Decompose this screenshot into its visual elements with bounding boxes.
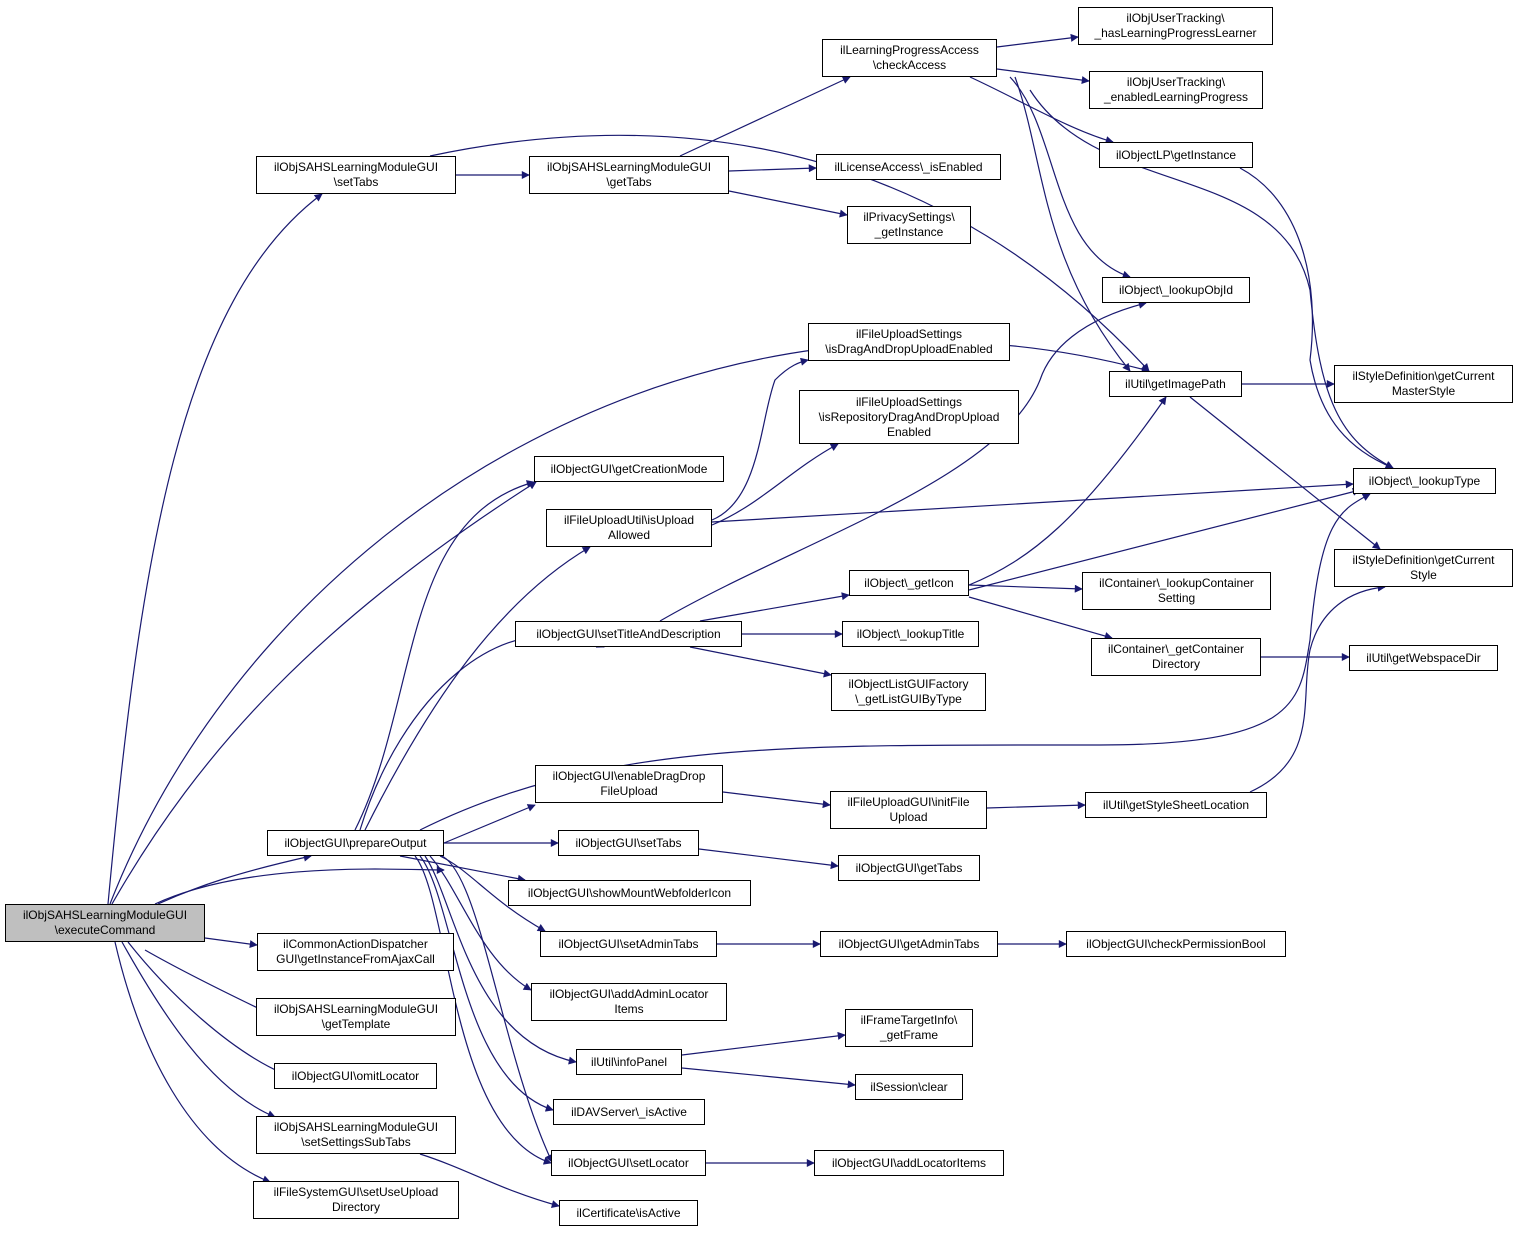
- node-object-getIcon[interactable]: ilObject\_getIcon: [849, 570, 969, 596]
- edge-prepareOutput-to-addAdminLocatorItems: [429, 855, 532, 991]
- node-olgf-getListGUIByType[interactable]: ilObjectListGUIFactory \_getListGUIByTyp…: [831, 673, 986, 711]
- edge-root-to-sahs-setTabs: [107, 193, 323, 905]
- node-objgui-setAdminTabs[interactable]: ilObjectGUI\setAdminTabs: [540, 931, 717, 957]
- node-ut-enabledLearningProgress[interactable]: ilObjUserTracking\ _enabledLearningProgr…: [1089, 71, 1263, 109]
- node-object-lookupType[interactable]: ilObject\_lookupType: [1353, 468, 1496, 494]
- node-objgui-addLocatorItems[interactable]: ilObjectGUI\addLocatorItems: [814, 1150, 1004, 1176]
- edge-root-to-setUseUploadDirectory: [114, 941, 271, 1184]
- node-ftinfo-getFrame[interactable]: ilFrameTargetInfo\ _getFrame: [845, 1009, 973, 1047]
- node-fuu-isUploadAllowed[interactable]: ilFileUploadUtil\isUpload Allowed: [546, 509, 712, 547]
- edge-checkAccess-to-getImagePath: [1014, 76, 1131, 372]
- edge-setTitle-to-listGUIByType: [689, 646, 832, 678]
- edge-root-to-getCreationMode: [111, 481, 537, 905]
- node-fus-isDragAndDropUploadEnabled[interactable]: ilFileUploadSettings \isDragAndDropUploa…: [808, 323, 1010, 361]
- node-objgui-setTitleAndDescription[interactable]: ilObjectGUI\setTitleAndDescription: [515, 621, 742, 647]
- edge-root-to-setLocator: [439, 854, 553, 1163]
- node-fsgui-setUseUploadDirectory[interactable]: ilFileSystemGUI\setUseUpload Directory: [253, 1181, 459, 1219]
- node-session-clear[interactable]: ilSession\clear: [855, 1074, 963, 1100]
- node-objgui-getTabs[interactable]: ilObjectGUI\getTabs: [838, 855, 980, 881]
- edge-checkAccess-to-lookupObjId: [1009, 76, 1131, 279]
- node-fug-initFileUpload[interactable]: ilFileUploadGUI\initFile Upload: [830, 791, 987, 829]
- edge-prepareOutput-to-setLocator: [414, 855, 552, 1165]
- node-sahs-getTemplate[interactable]: ilObjSAHSLearningModuleGUI \getTemplate: [256, 998, 456, 1036]
- node-lp-checkAccess[interactable]: ilLearningProgressAccess \checkAccess: [822, 39, 997, 77]
- node-style-getCurrentStyle[interactable]: ilStyleDefinition\getCurrent Style: [1334, 549, 1513, 587]
- node-objgui-getCreationMode[interactable]: ilObjectGUI\getCreationMode: [534, 456, 724, 482]
- edge-prepareOutput-to-lookupType: [419, 493, 1371, 831]
- node-sahs-getTabs[interactable]: ilObjSAHSLearningModuleGUI \getTabs: [529, 156, 729, 194]
- edge-prepareOutput-to-isUploadAllowed: [364, 546, 591, 831]
- node-license-isEnabled[interactable]: ilLicenseAccess\_isEnabled: [816, 154, 1001, 180]
- edge-getIcon-to-lookupType: [968, 487, 1361, 591]
- node-fus-isRepositoryDragAndDropUploadEnabled[interactable]: ilFileUploadSettings \isRepositoryDragAn…: [799, 390, 1019, 444]
- edge-prepareOutput-to-getCreationMode: [354, 480, 535, 831]
- edge-sahs-getTabs-to-licenseIsEnabled: [728, 164, 817, 173]
- edge-infoPanel-to-getFrame: [681, 1031, 846, 1056]
- node-root-executeCommand[interactable]: ilObjSAHSLearningModuleGUI \executeComma…: [5, 904, 205, 942]
- node-objectLP-getInstance[interactable]: ilObjectLP\getInstance: [1099, 142, 1253, 168]
- edge-getIcon-to-getImagePath: [968, 396, 1167, 586]
- node-objgui-omitLocator[interactable]: ilObjectGUI\omitLocator: [274, 1063, 437, 1089]
- edge-objectLP-to-lookupType: [1239, 167, 1394, 469]
- node-objgui-setLocator[interactable]: ilObjectGUI\setLocator: [551, 1150, 706, 1176]
- edge-getImagePath-to-currentStyle: [1189, 396, 1381, 550]
- edge-prepareOutput-to-davIsActive: [419, 855, 554, 1112]
- edge-checkAccess-to-enabledLP: [996, 68, 1090, 85]
- edge-setTitle-to-getIcon: [699, 592, 850, 622]
- edge-root-to-setLocator-bend: [154, 865, 445, 905]
- edge-checkAccess-to-hasLPLearner: [996, 33, 1079, 48]
- edge-root-to-cad: [204, 937, 258, 949]
- edge-getStyleSheetLocation-to-currentStyle: [1249, 583, 1386, 793]
- edge-enableDragDrop-to-initFileUpload: [722, 791, 831, 809]
- node-util-getStyleSheetLocation[interactable]: ilUtil\getStyleSheetLocation: [1085, 792, 1267, 818]
- edge-getIcon-to-getContainerDirectory: [968, 596, 1113, 640]
- node-container-getContainerDirectory[interactable]: ilContainer\_getContainer Directory: [1091, 638, 1261, 676]
- edge-root-to-setSettingsSubTabs: [121, 941, 276, 1118]
- node-ut-hasLearningProgressLearner[interactable]: ilObjUserTracking\ _hasLearningProgressL…: [1078, 7, 1273, 45]
- node-object-lookupTitle[interactable]: ilObject\_lookupTitle: [842, 621, 979, 647]
- node-util-getImagePath[interactable]: ilUtil\getImagePath: [1109, 371, 1242, 397]
- node-cad-getInstanceFromAjaxCall[interactable]: ilCommonActionDispatcher GUI\getInstance…: [257, 933, 454, 971]
- edge-prepareOutput-to-infoPanel: [424, 855, 577, 1065]
- node-objgui-getAdminTabs[interactable]: ilObjectGUI\getAdminTabs: [820, 931, 998, 957]
- edge-setSettingsSubTabs-to-certificateIsActive: [419, 1153, 560, 1208]
- edge-root-to-prepareOutput: [157, 853, 312, 905]
- edge-sahs-getTabs-to-checkAccess: [679, 76, 851, 157]
- edge-setTabs-to-getTabs: [698, 848, 839, 870]
- edge-prepareOutput-to-enableDragDrop: [443, 804, 536, 844]
- edge-checkAccess-to-objectLP: [969, 76, 1114, 144]
- node-certificate-isActive[interactable]: ilCertificate\isActive: [559, 1200, 698, 1226]
- edge-prepareOutput-to-showMountWebfolder: [399, 855, 526, 883]
- node-util-infoPanel[interactable]: ilUtil\infoPanel: [576, 1049, 682, 1075]
- node-objgui-prepareOutput[interactable]: ilObjectGUI\prepareOutput: [267, 830, 444, 856]
- node-sahs-setTabs[interactable]: ilObjSAHSLearningModuleGUI \setTabs: [256, 156, 456, 194]
- edge-infoPanel-to-sessionClear: [681, 1067, 856, 1089]
- node-objgui-showMountWebfolderIcon[interactable]: ilObjectGUI\showMountWebfolderIcon: [508, 880, 751, 906]
- node-container-lookupContainerSetting[interactable]: ilContainer\_lookupContainer Setting: [1082, 572, 1271, 610]
- edge-isUploadAllowed-to-isDragDrop: [711, 357, 809, 521]
- node-privacy-getInstance[interactable]: ilPrivacySettings\ _getInstance: [847, 206, 971, 244]
- node-objgui-addAdminLocatorItems[interactable]: ilObjectGUI\addAdminLocator Items: [531, 983, 727, 1021]
- node-objgui-enableDragDropFileUpload[interactable]: ilObjectGUI\enableDragDrop FileUpload: [535, 765, 723, 803]
- node-object-lookupObjId[interactable]: ilObject\_lookupObjId: [1102, 277, 1250, 303]
- node-dav-isActive[interactable]: ilDAVServer\_isActive: [553, 1099, 705, 1125]
- edge-sahs-setTabs-to-getImagePath: [429, 134, 1150, 372]
- node-objgui-checkPermissionBool[interactable]: ilObjectGUI\checkPermissionBool: [1066, 931, 1286, 957]
- node-style-getCurrentMasterStyle[interactable]: ilStyleDefinition\getCurrent MasterStyle: [1334, 365, 1513, 403]
- node-sahs-setSettingsSubTabs[interactable]: ilObjSAHSLearningModuleGUI \setSettingsS…: [256, 1116, 456, 1154]
- node-objgui-setTabs[interactable]: ilObjectGUI\setTabs: [558, 830, 699, 856]
- node-util-getWebspaceDir[interactable]: ilUtil\getWebspaceDir: [1349, 645, 1498, 671]
- edge-isUploadAllowed-to-lookupType: [711, 480, 1354, 523]
- edge-sahs-getTabs-to-privacyGetInstance: [728, 190, 848, 218]
- edge-isUploadAllowed-to-isRepoDragDrop: [711, 443, 839, 526]
- edge-initFileUpload-to-getStyleSheetLocation: [986, 801, 1086, 810]
- edge-root-to-omitLocator: [127, 941, 283, 1074]
- edge-prepareOutput-to-setAdminTabs: [439, 855, 546, 932]
